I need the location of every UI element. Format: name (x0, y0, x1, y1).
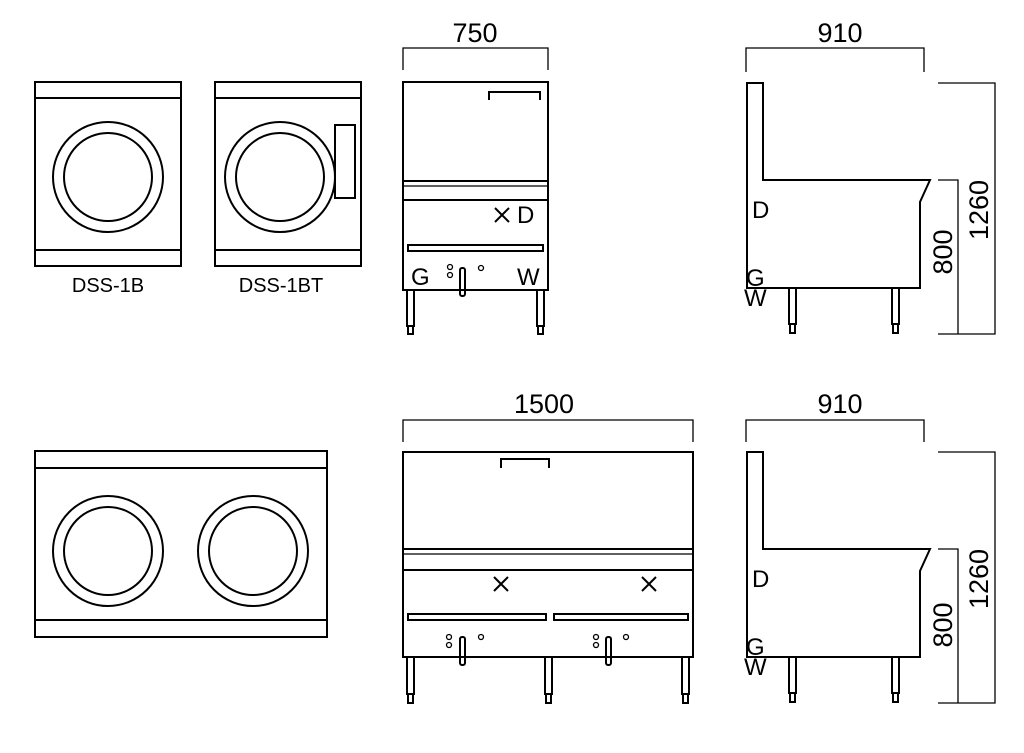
faucet-icon (500, 458, 550, 468)
dimension-work-height: 800 (928, 229, 958, 274)
water-marker: W (744, 654, 767, 681)
drain-x-icon (494, 207, 510, 223)
water-marker: W (517, 264, 540, 291)
front-view-single: 750 D G W (402, 18, 549, 335)
knob-icon (605, 636, 612, 666)
dimension-work-height: 800 (928, 602, 958, 647)
wok-burner-ring-inner (63, 132, 153, 222)
dimension-depth: 910 (817, 18, 862, 48)
gas-marker: G (411, 264, 430, 291)
knob-icon (459, 636, 466, 666)
dimension-width: 750 (452, 18, 497, 48)
side-view-double: 910 1260 800 D G W (744, 389, 996, 704)
knob-icon (459, 267, 466, 297)
drain-marker: D (752, 566, 769, 593)
faucet-icon (488, 91, 541, 100)
water-tank (334, 124, 356, 199)
drain-x-icon (493, 576, 509, 592)
front-view-double: 1500 (402, 389, 694, 704)
dimension-height: 1260 (964, 549, 994, 609)
dimension-height: 1260 (964, 180, 994, 240)
gas-marker: G (746, 634, 765, 661)
dimension-width: 1500 (514, 389, 574, 419)
plan-view-double (34, 450, 328, 638)
model-label: DSS-1B (72, 275, 144, 297)
drain-x-icon (641, 576, 657, 592)
dimension-depth: 910 (817, 389, 862, 419)
plan-view-dss-1bt: DSS-1BT (214, 81, 362, 297)
drain-marker: D (517, 202, 534, 229)
wok-burner-ring-outer (52, 121, 164, 233)
gas-marker: G (746, 265, 765, 292)
side-view-single: 910 1260 800 D G W (744, 18, 996, 335)
plan-view-dss-1b: DSS-1B (34, 81, 182, 297)
water-marker: W (744, 285, 767, 312)
model-label: DSS-1BT (239, 275, 323, 297)
drain-marker: D (752, 197, 769, 224)
